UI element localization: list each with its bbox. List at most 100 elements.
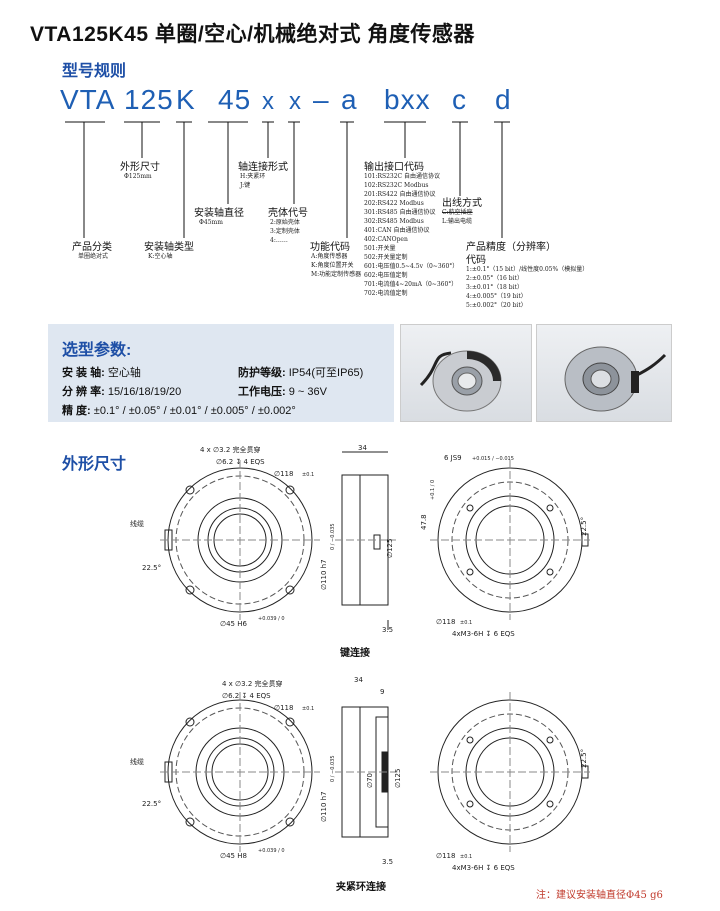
clamp-d45-label: ∅45 H8 — [220, 852, 247, 860]
encoder-key-image — [419, 350, 502, 412]
key-d118-tol: ±0.1 — [302, 472, 314, 478]
key-cable-label: 线缆 — [130, 519, 144, 528]
precision-item: 4:±0.005°（19 bit） — [466, 293, 527, 300]
field-housing-desc-2: 4:…… — [270, 237, 288, 244]
product-photo-key — [400, 324, 532, 422]
param-protect-label: 防护等级: — [238, 367, 286, 379]
key-rear-angle-label: 22.5° — [580, 517, 588, 536]
key-d118-label: ∅118 — [274, 470, 293, 478]
field-outer-size-desc: Φ125mm — [124, 173, 152, 180]
param-res-value: 15/16/18/19/20 — [107, 386, 182, 398]
selection-params-panel — [48, 324, 394, 422]
field-outer-size-label: 外形尺寸 — [120, 162, 160, 173]
caption-clamp: 夹紧环连接 — [336, 882, 386, 893]
param-volt-value: 9 ~ 36V — [288, 386, 327, 398]
clamp-d118-label: ∅118 — [274, 704, 293, 712]
field-output-list: 101:RS232C 自由通信协议 102:RS232C Modbus 201:… — [364, 172, 458, 298]
key-d110-tol: 0 / −0.035 — [330, 523, 336, 550]
field-precision-label2: 代码 — [466, 255, 486, 266]
field-shaft-conn-desc-1: J:键 — [240, 182, 251, 189]
field-housing-label: 壳体代号 — [268, 208, 308, 219]
code-45: 45 — [218, 84, 252, 115]
clamp-rear-angle-label: 22.5° — [580, 749, 588, 768]
output-item: 402:CANOpen — [364, 236, 408, 243]
key-h35-label: 3.5 — [382, 626, 393, 634]
page-title: VTA125K45 单圈/空心/机械绝对式 角度传感器 — [30, 23, 475, 46]
output-item: 601:电压值0.5~4.5v（0~360°） — [364, 263, 459, 270]
field-shaft-conn-desc-0: H:夹紧环 — [240, 173, 266, 180]
code-connector-lines — [65, 121, 510, 238]
clamp-d110-tol: 0 / −0.035 — [330, 755, 336, 782]
key-h478-label: 47.8 — [420, 514, 428, 530]
clamp-counterbore-label: ∅6.2 ↧ 4 EQS — [222, 692, 271, 700]
field-function-label: 功能代码 — [310, 242, 350, 253]
code-vta: VTA — [60, 84, 116, 115]
key-holes-label: 4 x ∅3.2 完全贯穿 — [200, 445, 261, 454]
param-mount-value: 空心轴 — [107, 367, 141, 379]
clamp-m3-label: 4xM3-6H ↧ 6 EQS — [452, 864, 515, 872]
field-product-class-desc: 单圈绝对式 — [78, 253, 109, 260]
field-precision-label: 产品精度（分辨率） — [466, 242, 556, 253]
field-shaft-dia-label: 安装轴直径 — [194, 208, 244, 219]
param-res: 分 辨 率: 15/16/18/19/20 — [62, 383, 181, 399]
param-protect: 防护等级: IP54(可至IP65) — [238, 364, 363, 380]
key-h478-tol: +0.1 / 0 — [430, 480, 436, 500]
output-item: 302:RS485 Modbus — [364, 218, 424, 225]
key-rear-d118-tol: ±0.1 — [460, 620, 472, 626]
param-protect-value: IP54(可至IP65) — [288, 367, 364, 379]
clamp-d70-label: ∅70 — [366, 773, 374, 788]
param-acc-label: 精 度: — [62, 405, 91, 417]
param-acc: 精 度: ±0.1° / ±0.05° / ±0.01° / ±0.005° /… — [62, 402, 296, 418]
precision-item: 2:±0.05°（16 bit） — [466, 275, 523, 282]
output-item: 701:电流值4~20mA（0~360°） — [364, 281, 458, 288]
output-item: 101:RS232C 自由通信协议 — [364, 173, 441, 180]
param-volt-label: 工作电压: — [238, 386, 286, 398]
param-mount: 安 装 轴: 空心轴 — [62, 364, 141, 380]
code-dash: – — [313, 84, 330, 115]
output-item: 702:电流值定制 — [364, 290, 408, 297]
clamp-holes-label: 4 x ∅3.2 完全贯穿 — [222, 679, 283, 688]
output-item: 401:CAN 自由通信协议 — [364, 227, 430, 234]
drawing-clamp-connection: 4 x ∅3.2 完全贯穿 ∅6.2 ↧ 4 EQS ∅118 ±0.1 线缆 … — [130, 676, 590, 872]
key-counterbore-label: ∅6.2 ↧ 4 EQS — [216, 458, 265, 466]
param-acc-value: ±0.1° / ±0.05° / ±0.01° / ±0.005° / ±0.0… — [93, 405, 296, 417]
params-heading: 选型参数: — [62, 342, 132, 359]
clamp-rear-d118-tol: ±0.1 — [460, 854, 472, 860]
output-item: 201:RS422 自由通信协议 — [364, 191, 436, 198]
code-125: 125 — [124, 84, 174, 115]
param-volt: 工作电压: 9 ~ 36V — [238, 383, 327, 399]
code-x2: x — [289, 88, 302, 115]
field-cable-label: 出线方式 — [442, 198, 482, 209]
clamp-d110-label: ∅110 h7 — [320, 791, 328, 822]
section-dimensions: 外形尺寸 — [62, 456, 127, 473]
code-bxx: bxx — [384, 84, 431, 115]
key-d45-label: ∅45 H6 — [220, 620, 247, 628]
output-item: 102:RS232C Modbus — [364, 182, 429, 189]
product-photo-clamp — [536, 324, 672, 422]
section-model-rule: 型号规则 — [62, 63, 127, 80]
caption-key: 键连接 — [340, 648, 370, 659]
key-d110-label: ∅110 h7 — [320, 559, 328, 590]
field-output-label: 输出接口代码 — [364, 162, 424, 173]
code-d: d — [495, 84, 512, 115]
clamp-d125-label: ∅125 — [394, 769, 402, 788]
field-housing-desc-0: 2:原始壳体 — [270, 219, 300, 226]
key-d125-label: ∅125 — [386, 539, 394, 558]
clamp-w9-label: 9 — [380, 688, 384, 696]
key-w34-label: 34 — [358, 444, 367, 452]
code-a: a — [341, 84, 358, 115]
key-js9-tol: +0.015 / −0.015 — [472, 456, 514, 462]
precision-item: 1:±0.1°（15 bit）/线性度0.05%（模拟量） — [466, 266, 589, 273]
field-function-desc-0: A:角度传感器 — [311, 253, 348, 260]
precision-item: 3:±0.01°（18 bit） — [466, 284, 523, 291]
field-shaft-dia-desc: Φ45mm — [199, 219, 223, 226]
clamp-cable-label: 线缆 — [130, 757, 144, 766]
code-k: K — [176, 84, 196, 115]
key-m3-label: 4xM3-6H ↧ 6 EQS — [452, 630, 515, 638]
clamp-d45-tol: +0.039 / 0 — [258, 848, 285, 854]
encoder-clamp-image — [564, 346, 667, 412]
key-js9-label: 6 JS9 — [444, 454, 462, 462]
field-precision-list: 1:±0.1°（15 bit）/线性度0.05%（模拟量） 2:±0.05°（1… — [466, 265, 588, 310]
output-item: 202:RS422 Modbus — [364, 200, 424, 207]
field-housing-desc-1: 3:定制壳体 — [270, 228, 300, 235]
